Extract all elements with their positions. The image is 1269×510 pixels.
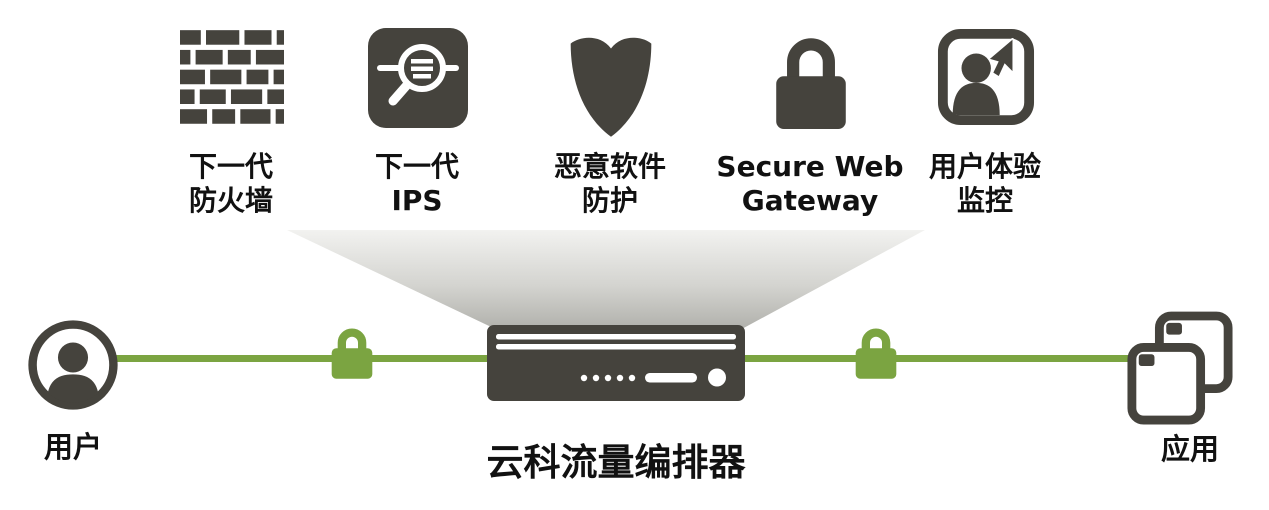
firewall-brick-wall-icon <box>180 30 284 126</box>
service-label-line: 下一代 <box>188 150 273 183</box>
service-label-line: 监控 <box>956 184 1013 217</box>
service-label-ips: 下一代 IPS <box>312 150 522 218</box>
encryption-lock-left-icon <box>328 322 376 382</box>
user-label: 用户 <box>43 430 102 464</box>
service-label-ngfw: 下一代 防火墙 <box>126 150 336 218</box>
malware-shield-icon <box>563 24 659 142</box>
applications-icon <box>1126 310 1234 428</box>
service-label-malware: 恶意软件 防护 <box>505 150 715 218</box>
service-label-line: 恶意软件 <box>553 150 666 183</box>
user-icon <box>26 318 120 412</box>
service-label-line: 用户体验 <box>928 150 1041 183</box>
encryption-lock-right-icon <box>852 322 900 382</box>
service-label-line: 下一代 <box>374 150 459 183</box>
orchestrator-label: 云科流量编排器 <box>486 441 746 484</box>
secure-web-gateway-lock-icon <box>764 28 858 134</box>
ips-magnifier-icon <box>368 28 468 128</box>
service-label-line: 防火墙 <box>188 184 273 217</box>
service-label-line: Secure Web <box>716 150 904 183</box>
funnel-beam <box>287 230 925 330</box>
app-label: 应用 <box>1160 432 1219 466</box>
orchestrator-appliance <box>487 325 745 401</box>
service-label-line: 防护 <box>581 184 638 217</box>
user-experience-monitor-icon <box>937 28 1035 126</box>
service-label-swg: Secure Web Gateway <box>705 150 915 218</box>
service-label-line: IPS <box>391 184 443 217</box>
service-label-line: Gateway <box>741 184 879 217</box>
service-label-ux: 用户体验 监控 <box>880 150 1090 218</box>
